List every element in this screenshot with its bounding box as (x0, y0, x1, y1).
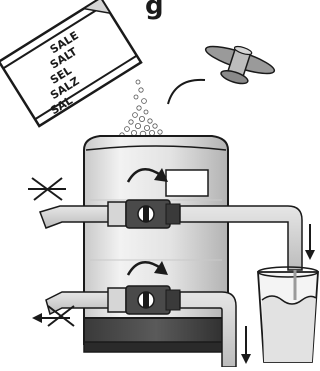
salt-granules (120, 80, 162, 137)
curved-arrow-icon (168, 80, 205, 104)
lower-valve[interactable] (126, 286, 180, 314)
water-glass (258, 267, 318, 362)
softener-tank (84, 136, 228, 352)
tank-lid (199, 37, 279, 93)
salt-bag: SALE SALT SEL SALZ SAL (0, 0, 142, 127)
tank-base (84, 318, 228, 344)
arrow-down-icon-upper (305, 224, 315, 260)
upper-valve[interactable] (126, 200, 180, 228)
caption-letter: g (145, 0, 164, 21)
cross-icon-upper (28, 178, 66, 200)
arrow-down-icon-lower (241, 326, 251, 364)
cross-icon-lower (32, 306, 74, 326)
